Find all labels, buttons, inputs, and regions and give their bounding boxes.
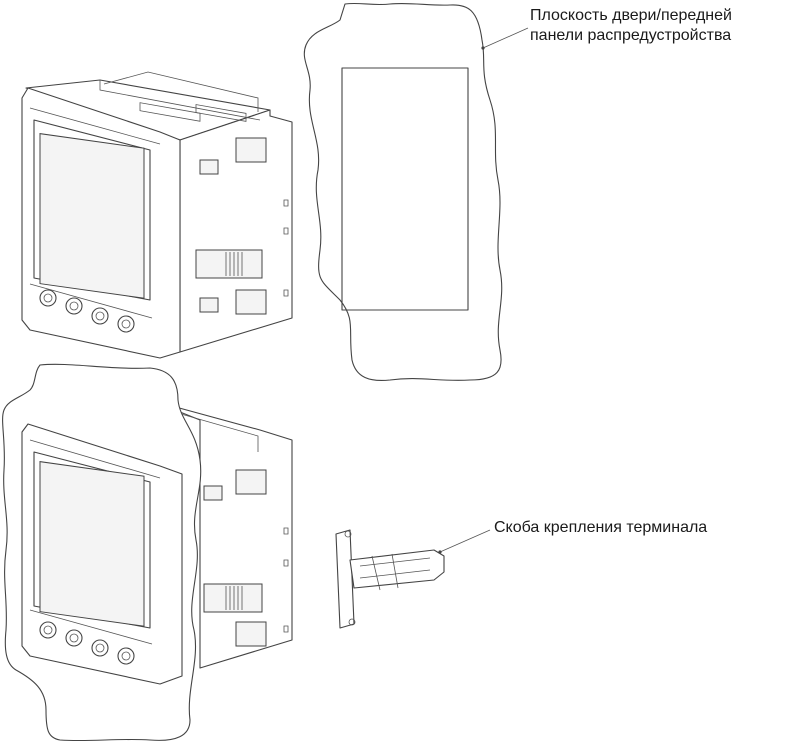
meter-device-bottom bbox=[2, 363, 293, 742]
panel-leader-dot bbox=[481, 46, 485, 50]
front-button bbox=[65, 629, 83, 647]
front-button bbox=[39, 289, 57, 307]
top-rib-slot bbox=[195, 104, 247, 122]
front-button bbox=[117, 315, 135, 333]
mounting-bracket bbox=[335, 529, 445, 629]
front-button bbox=[65, 297, 83, 315]
panel-cutout bbox=[341, 67, 469, 311]
panel-leader-line bbox=[482, 27, 529, 49]
side-clip bbox=[235, 621, 267, 647]
panel-label: Плоскость двери/передней панели распреду… bbox=[530, 6, 732, 46]
side-clip bbox=[235, 469, 267, 495]
bracket-label: Скоба крепления терминала bbox=[494, 519, 708, 536]
bracket-leader-dot bbox=[438, 550, 442, 554]
display-window bbox=[39, 133, 145, 299]
side-clip bbox=[235, 137, 267, 163]
panel-label-line-2: панели распредустройства bbox=[530, 27, 732, 44]
top-rib-slot bbox=[139, 102, 201, 122]
door-panel-plate bbox=[303, 2, 503, 382]
front-button bbox=[91, 307, 109, 325]
side-clip bbox=[235, 289, 267, 315]
side-clip bbox=[199, 159, 219, 175]
display-window bbox=[39, 461, 145, 627]
terminal-strip bbox=[195, 249, 263, 279]
bracket-leader-line bbox=[439, 529, 491, 553]
panel-label-line-1: Плоскость двери/передней bbox=[530, 7, 732, 24]
meter-device-top bbox=[21, 71, 293, 359]
side-clip bbox=[199, 297, 219, 313]
front-button bbox=[91, 639, 109, 657]
side-clip bbox=[203, 485, 223, 501]
front-button bbox=[117, 647, 135, 665]
terminal-strip bbox=[203, 583, 263, 613]
front-button bbox=[39, 621, 57, 639]
